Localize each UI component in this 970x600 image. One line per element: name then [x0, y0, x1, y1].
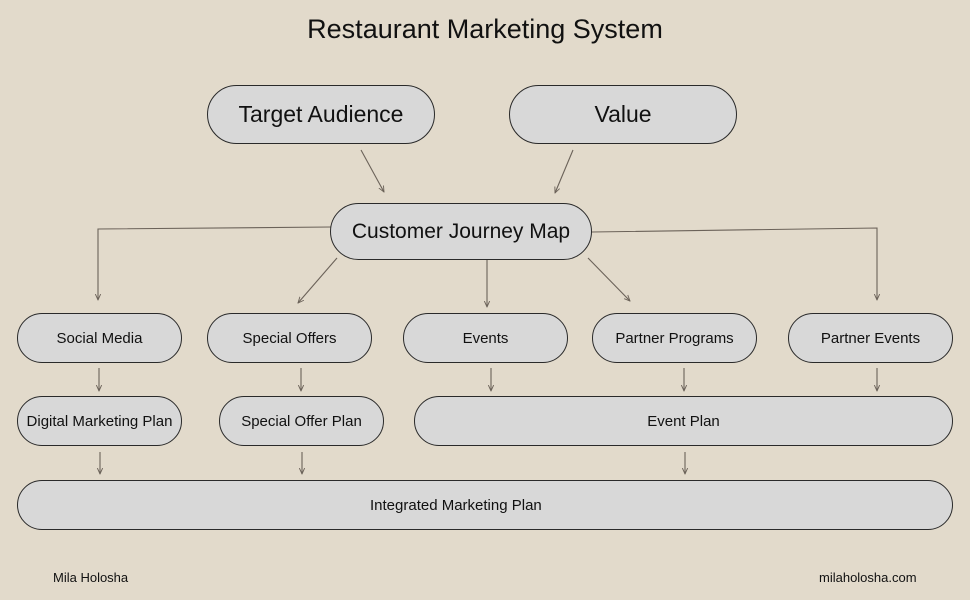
diagram-title: Restaurant Marketing System: [307, 14, 663, 44]
footer-author: Mila Holosha: [53, 570, 129, 585]
node-integrated-marketing-plan: Integrated Marketing Plan: [17, 480, 953, 530]
arrow-journey-to-social-media: [98, 226, 332, 300]
arrow-journey-to-special-offers: [298, 257, 338, 303]
node-partner-events: Partner Events: [788, 313, 953, 363]
node-events: Events: [403, 313, 568, 363]
node-customer-journey-map: Customer Journey Map: [330, 203, 592, 260]
arrow-audience-to-journey: [360, 149, 384, 192]
arrow-journey-to-partner-programs: [587, 257, 630, 301]
node-special-offers: Special Offers: [207, 313, 372, 363]
footer-website: milaholosha.com: [819, 570, 917, 585]
node-special-offer-plan: Special Offer Plan: [219, 396, 384, 446]
node-value: Value: [509, 85, 737, 144]
arrow-journey-to-partner-events: [591, 227, 877, 300]
node-digital-marketing-plan: Digital Marketing Plan: [17, 396, 182, 446]
node-target-audience: Target Audience: [207, 85, 435, 144]
node-event-plan: Event Plan: [414, 396, 953, 446]
node-partner-programs: Partner Programs: [592, 313, 757, 363]
arrow-value-to-journey: [555, 149, 574, 193]
node-social-media: Social Media: [17, 313, 182, 363]
